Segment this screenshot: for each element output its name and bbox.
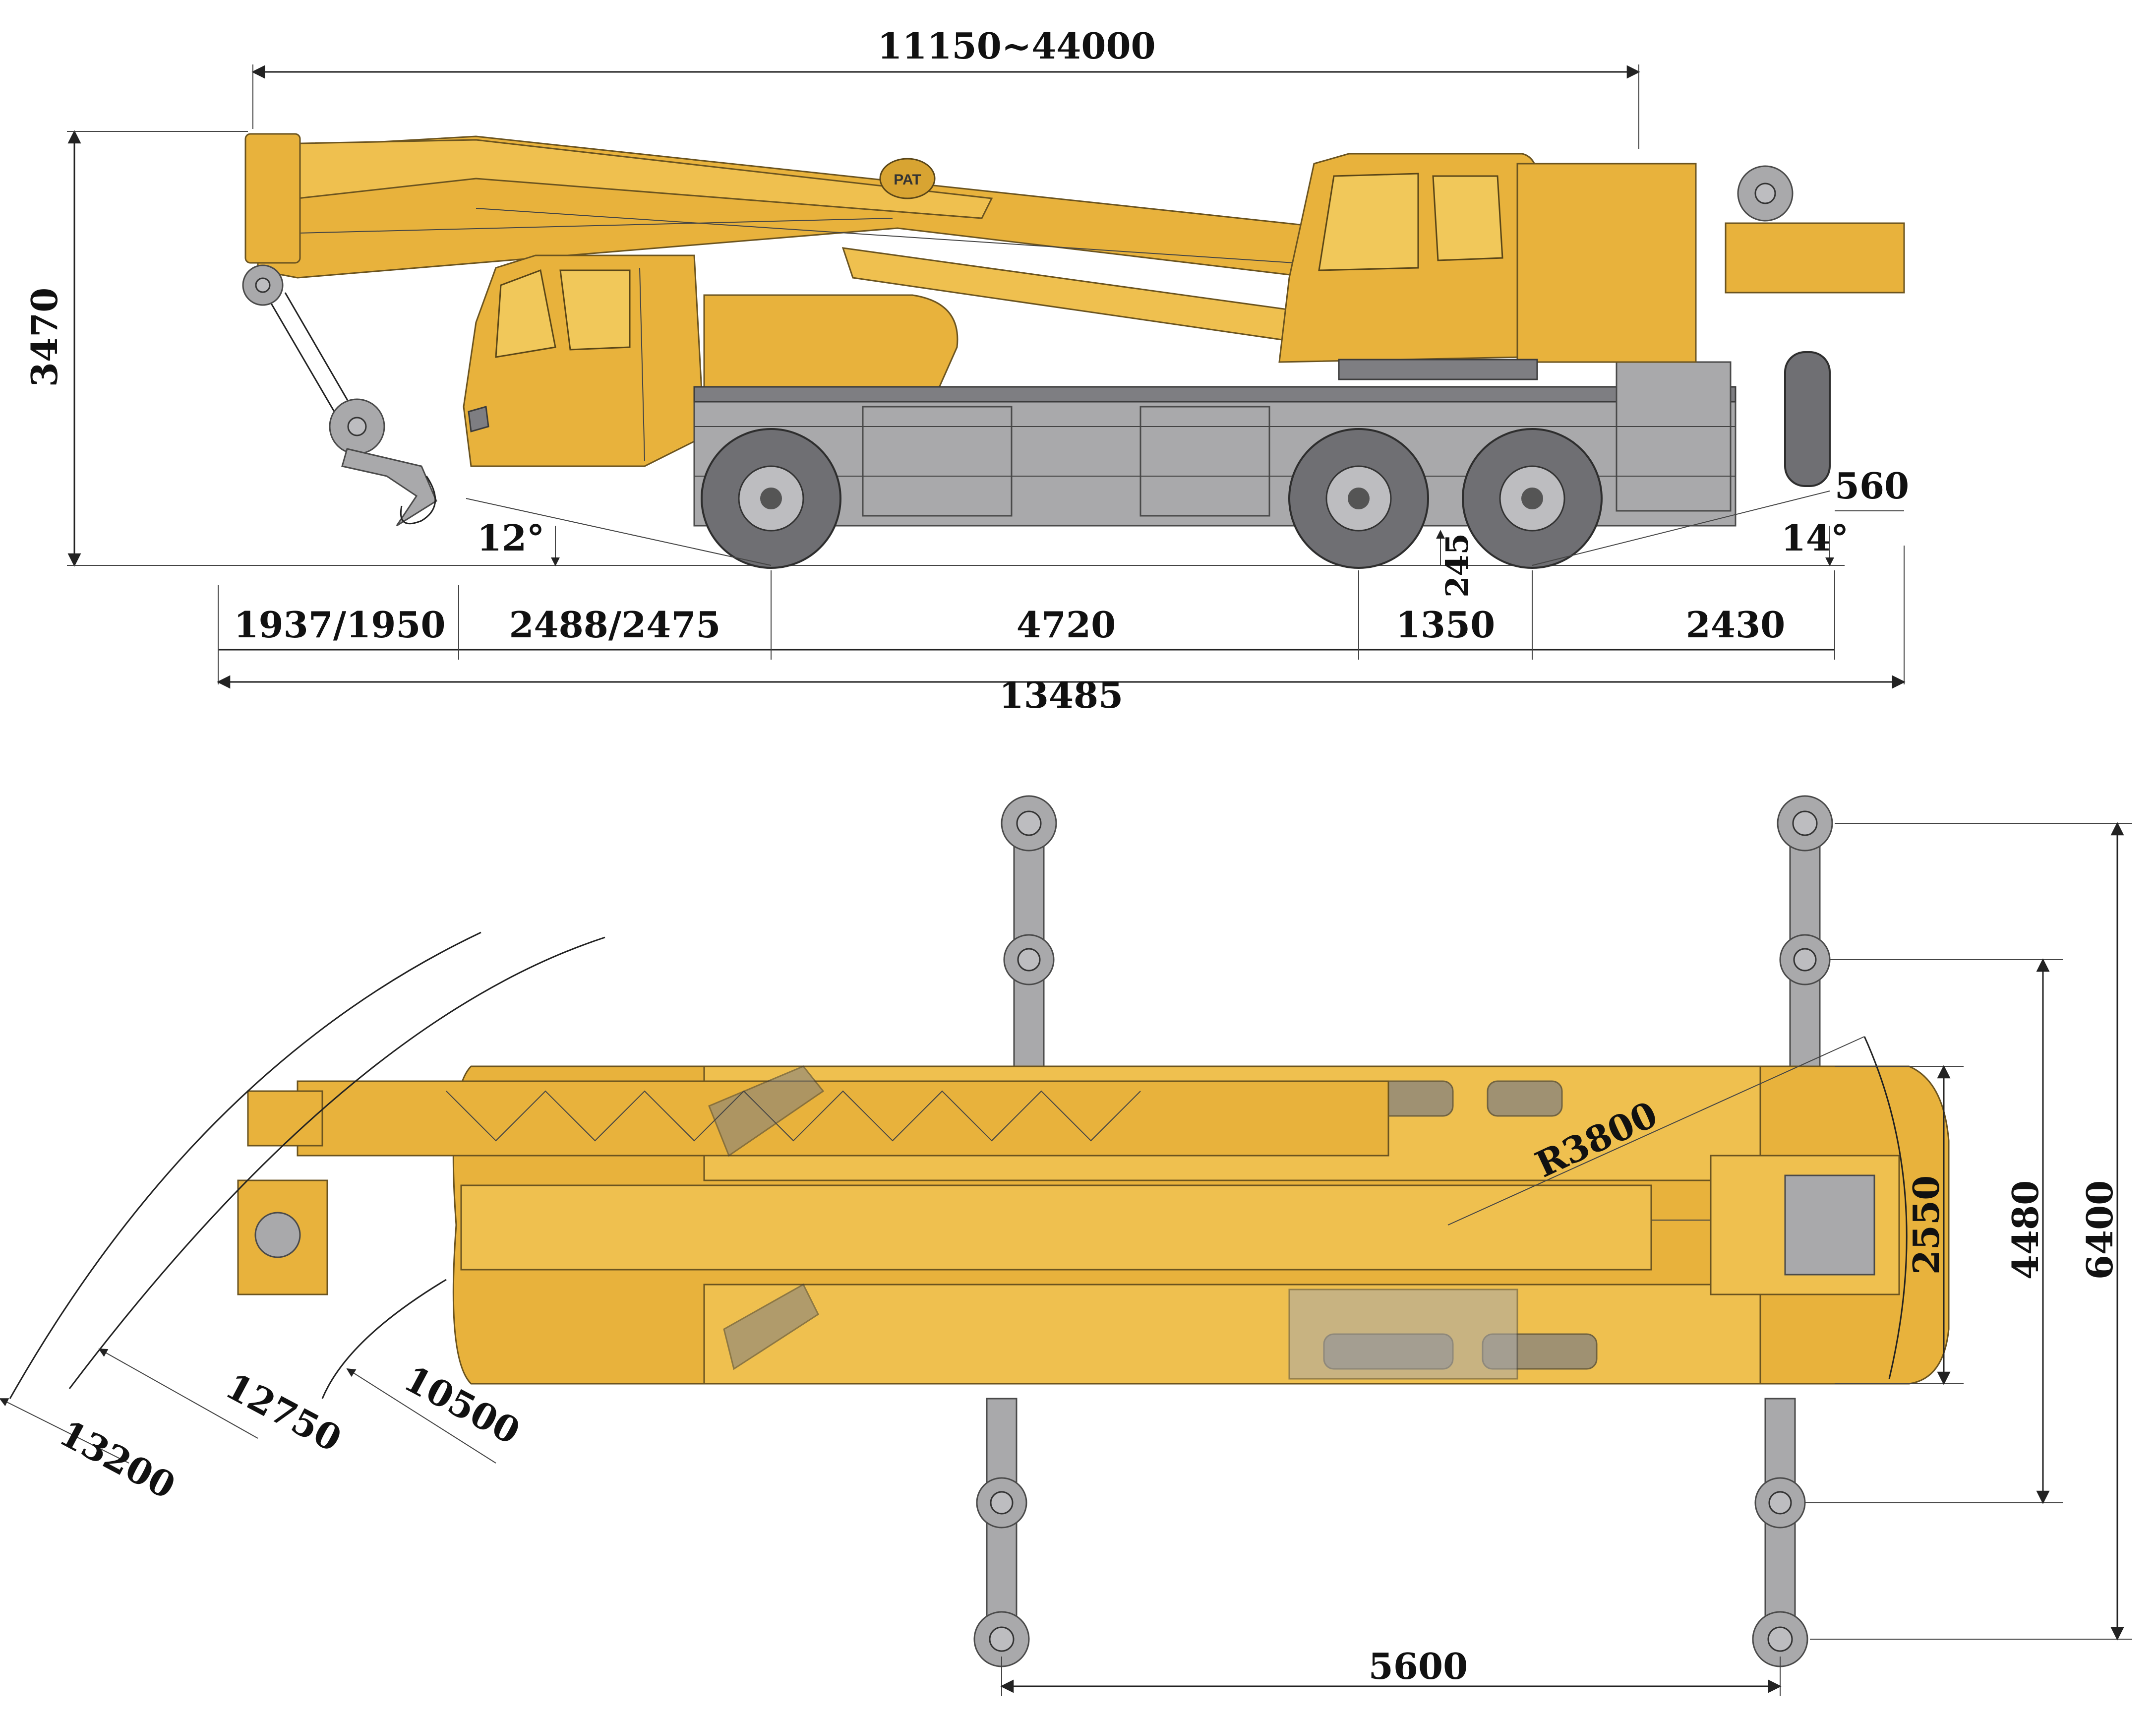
top-view: R3800 13200 12750 10500 2550 4480 <box>0 795 2132 1696</box>
turning-radius-outer-label: 13200 <box>53 1412 182 1507</box>
front-wheel <box>701 428 841 569</box>
overall-length-label: 13485 <box>999 674 1124 716</box>
departure-angle-line <box>1532 491 1830 566</box>
tandem-wheel-1 <box>1288 428 1429 569</box>
rear-height-label: 560 <box>1835 465 1909 507</box>
pat-badge: PAT <box>879 158 936 199</box>
ground-clearance-dimension: 245 <box>1436 530 1475 598</box>
length-dimension-chain: 1937/1950 2488/2475 4720 1350 2430 13485 <box>217 546 1906 716</box>
ground-clearance-label: 245 <box>1439 533 1475 597</box>
first-wheelbase-label: 2488/2475 <box>509 604 720 646</box>
approach-angle-line <box>466 498 772 566</box>
outriggers <box>973 795 1833 1667</box>
overall-height-label: 3470 <box>23 288 65 387</box>
wheels <box>701 351 1831 569</box>
carrier-cab <box>463 254 705 467</box>
engine-cover <box>703 294 958 393</box>
outrigger-mid-span-label: 4480 <box>2004 1180 2046 1280</box>
vehicle-width-label: 2550 <box>1905 1175 1947 1275</box>
outrigger-longitudinal-dimension: 5600 <box>1000 1645 1782 1696</box>
hook-block <box>267 292 437 527</box>
outrigger-longitudinal-label: 5600 <box>1369 1645 1468 1687</box>
boom-length-dimension: 11150~44000 <box>251 25 1640 149</box>
tandem-wheel-2 <box>1462 428 1603 569</box>
approach-angle-label: 12° <box>477 517 544 559</box>
tandem-spacing-label: 1350 <box>1396 604 1495 646</box>
front-overhang-label: 1937/1950 <box>234 604 445 646</box>
boom-top <box>237 1065 1900 1370</box>
spare-wheel <box>1784 351 1831 487</box>
telescopic-boom: PAT <box>242 133 1518 343</box>
middle-wheelbase-label: 4720 <box>1017 604 1116 646</box>
rear-overhang-label: 2430 <box>1686 604 1785 646</box>
side-view: 11150~44000 3470 <box>23 25 1909 716</box>
outrigger-full-span-label: 6400 <box>2079 1180 2121 1280</box>
superstructure <box>1278 153 1905 380</box>
boom-length-label: 11150~44000 <box>877 25 1155 67</box>
pat-label: PAT <box>894 172 921 188</box>
rear-height-dimension: 560 <box>1835 465 1909 511</box>
departure-angle-label: 14° <box>1781 517 1849 559</box>
turning-radius-middle-label: 12750 <box>219 1364 348 1460</box>
width-dimensions: 2550 4480 6400 <box>1805 822 2132 1641</box>
